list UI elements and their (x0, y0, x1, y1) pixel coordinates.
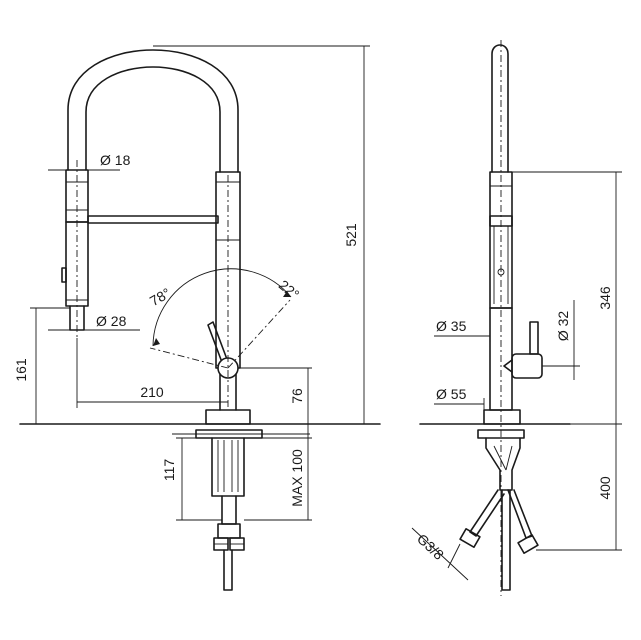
front-view: Ø 18 Ø 28 78° 22° 161 210 76 521 117 MAX (13, 45, 381, 591)
dim-max-100: MAX 100 (289, 449, 305, 507)
base-escutcheon (205, 409, 251, 425)
dim-diameter-28: Ø 28 (96, 313, 127, 329)
holder-arm (87, 215, 219, 224)
side-spout (491, 44, 509, 173)
dim-height-161: 161 (13, 358, 29, 382)
hose-inner (85, 66, 221, 173)
fitting-nut (217, 523, 241, 539)
spray-button (61, 267, 67, 283)
side-view: Ø 35 Ø 32 Ø 55 346 400 G3/8 (411, 40, 622, 596)
swing-arc (152, 268, 292, 347)
side-base (483, 409, 521, 425)
dim-angle-22: 22° (276, 277, 303, 303)
dim-height-521: 521 (343, 223, 359, 247)
supply-hose-front (223, 549, 233, 591)
dim-angle-78: 78° (147, 285, 173, 309)
dim-height-76: 76 (289, 388, 305, 404)
side-lever-body (511, 353, 543, 379)
dim-reach-210: 210 (140, 384, 164, 400)
side-shank (485, 437, 521, 491)
dim-diameter-35: Ø 35 (436, 318, 467, 334)
dim-height-346: 346 (597, 286, 613, 310)
side-lever (529, 321, 539, 355)
dim-thread-g38: G3/8 (414, 530, 447, 563)
hose-outer (67, 49, 239, 173)
supply-hose-center (501, 489, 511, 591)
spray-head-lower (65, 221, 89, 307)
supply-hose-left (469, 489, 505, 537)
dim-diameter-32: Ø 32 (555, 311, 571, 342)
g38-nut-left (459, 528, 481, 548)
g38-nut-right (517, 534, 539, 554)
dim-height-400: 400 (597, 476, 613, 500)
supply-hose-right (507, 489, 533, 539)
dim-height-117: 117 (161, 459, 177, 482)
dim-diameter-18: Ø 18 (100, 152, 131, 168)
mounting-plate (195, 429, 263, 439)
dim-diameter-55: Ø 55 (436, 386, 467, 402)
mounting-shank (211, 437, 245, 497)
